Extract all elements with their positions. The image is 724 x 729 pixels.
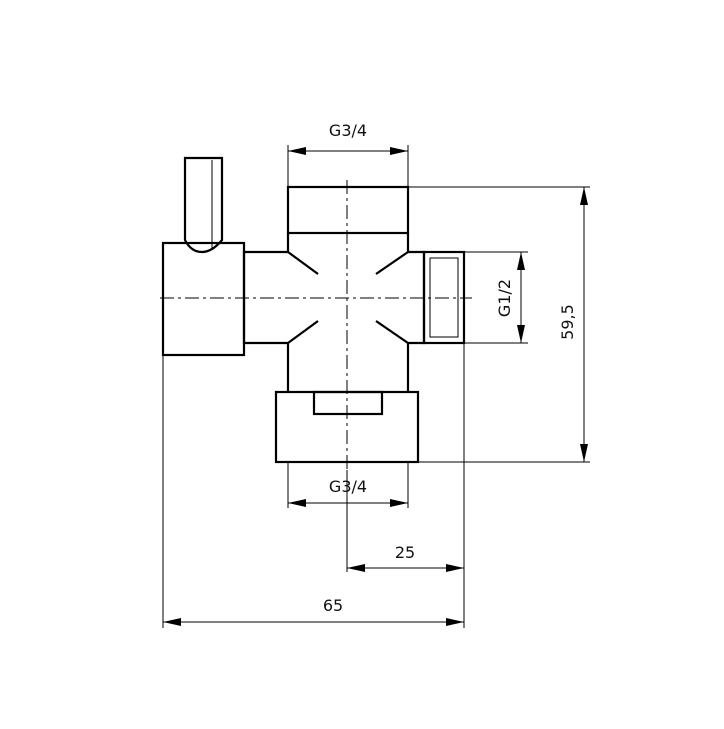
overall-width-label: 65 [323,596,343,615]
cross-line-tr [375,251,409,275]
handle [161,156,246,357]
cross-line-bl [287,320,319,344]
body-outline [242,233,426,392]
bottom-nut [274,390,420,464]
handle-body [161,241,246,357]
dimension-top-thread: G3/4 [288,121,408,155]
dimension-outlet-offset: 25 [347,543,464,572]
dimension-bottom-thread: G3/4 [288,477,408,507]
extension-lines [162,145,590,628]
center-lines [160,180,472,470]
dimension-side-thread: G1/2 [495,252,525,343]
overall-height-label: 59,5 [558,304,577,340]
bottom-slot [312,390,384,416]
side-thread-label: G1/2 [495,279,514,317]
top-nut [286,185,410,235]
outlet-offset-label: 25 [395,543,415,562]
dimension-overall-height: 59,5 [558,187,588,462]
dimension-overall-width: 65 [163,596,464,626]
bottom-thread-label: G3/4 [329,477,367,496]
cross-line-br [375,320,409,344]
valve-body [242,185,466,464]
handle-lever [183,156,224,254]
top-thread-label: G3/4 [329,121,367,140]
cross-line-tl [287,251,319,275]
